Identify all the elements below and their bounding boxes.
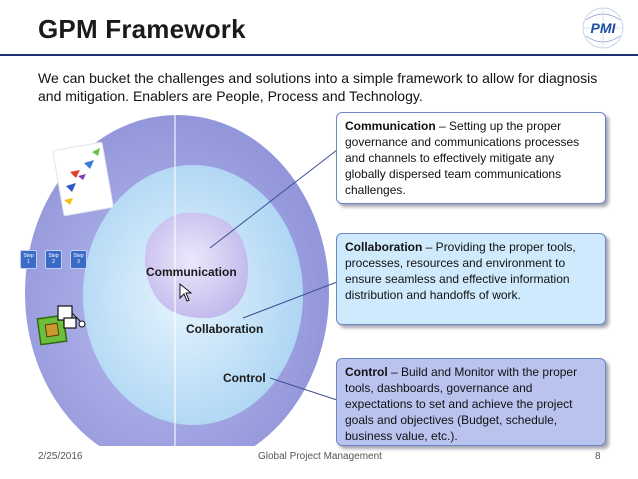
connector-collaboration bbox=[242, 281, 338, 319]
callout-term: Collaboration bbox=[345, 240, 423, 254]
step-number: 3 bbox=[77, 259, 80, 265]
callout-text: – Providing the proper tools, processes,… bbox=[345, 240, 576, 302]
team-people-icon bbox=[52, 141, 114, 217]
collaboration-callout: Collaboration – Providing the proper too… bbox=[336, 233, 606, 325]
step-number: 2 bbox=[52, 259, 55, 265]
svg-text:PMI: PMI bbox=[591, 20, 617, 36]
title-divider bbox=[0, 54, 638, 56]
step-label: Step bbox=[73, 253, 84, 259]
pmi-logo-icon: PMI bbox=[582, 7, 624, 49]
footer-title: Global Project Management bbox=[258, 451, 382, 462]
callout-term: Control bbox=[345, 365, 388, 379]
step-label: Step bbox=[23, 253, 34, 259]
collaboration-label: Collaboration bbox=[186, 322, 264, 336]
footer-date: 2/25/2016 bbox=[38, 451, 83, 462]
step-label: Step bbox=[48, 253, 59, 259]
callout-text: – Setting up the proper governance and c… bbox=[345, 119, 580, 197]
communication-callout: Communication – Setting up the proper go… bbox=[336, 112, 606, 204]
connector-communication bbox=[209, 149, 338, 249]
communication-label: Communication bbox=[146, 265, 237, 279]
callout-text: – Build and Monitor with the proper tool… bbox=[345, 365, 578, 443]
intro-text: We can bucket the challenges and solutio… bbox=[38, 70, 598, 104]
control-label: Control bbox=[223, 371, 266, 385]
step-number: 1 bbox=[27, 259, 30, 265]
technology-chip-icon bbox=[36, 305, 86, 346]
page-number: 8 bbox=[595, 451, 601, 462]
callout-term: Communication bbox=[345, 119, 436, 133]
slide-title: GPM Framework bbox=[38, 14, 246, 44]
connector-control bbox=[269, 377, 338, 401]
cursor-icon bbox=[179, 282, 193, 302]
control-callout: Control – Build and Monitor with the pro… bbox=[336, 358, 606, 446]
